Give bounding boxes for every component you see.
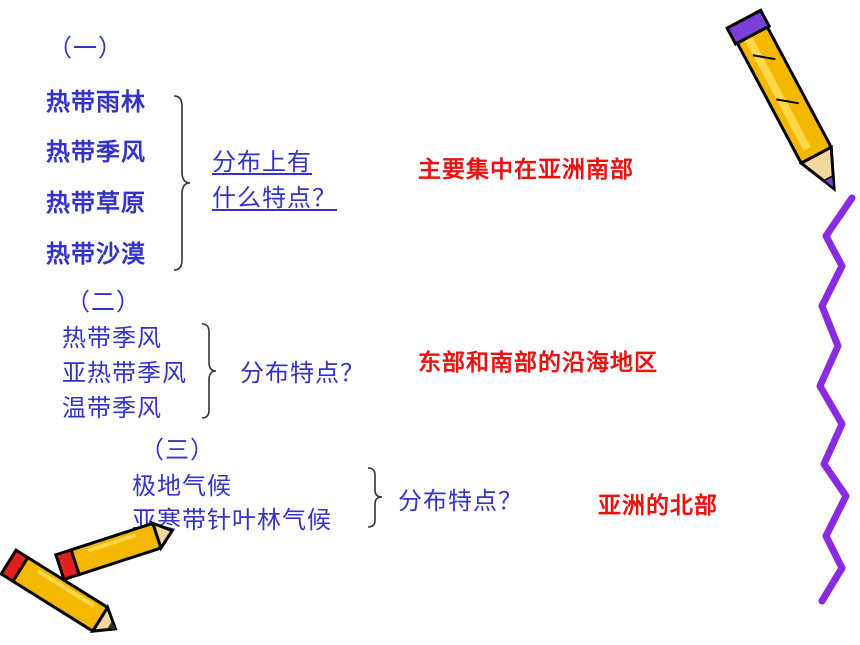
section3-brace	[367, 467, 383, 528]
section1-answer: 主要集中在亚洲南部	[418, 157, 634, 183]
purple-squiggle-icon	[816, 194, 856, 605]
section1-question-line1: 分布上有	[212, 148, 312, 176]
section3-question: 分布特点？	[398, 487, 523, 515]
section2-answer: 东部和南部的沿海地区	[418, 350, 658, 376]
section3-heading: （三）	[140, 436, 215, 464]
section3-answer: 亚洲的北部	[598, 493, 718, 519]
section1-heading: （一）	[48, 34, 123, 62]
section1-item-2: 热带季风	[46, 138, 146, 166]
section1-question-line2: 什么特点？	[212, 184, 337, 212]
section2-item-2: 亚热带季风	[62, 359, 187, 387]
section1-item-4: 热带沙漠	[46, 240, 146, 268]
section1-item-1: 热带雨林	[46, 88, 146, 116]
section3-item-1: 极地气候	[132, 472, 232, 500]
section2-heading: （二）	[66, 288, 141, 316]
section2-item-1: 热带季风	[62, 324, 162, 352]
section2-item-3: 温带季风	[62, 394, 162, 422]
pencil-top-right-icon	[725, 8, 836, 193]
section2-brace	[201, 323, 217, 419]
section1-item-3: 热带草原	[46, 189, 146, 217]
section1-brace	[173, 95, 191, 271]
pencils-bottom-left-icon	[0, 520, 175, 633]
section2-question: 分布特点？	[240, 359, 365, 387]
